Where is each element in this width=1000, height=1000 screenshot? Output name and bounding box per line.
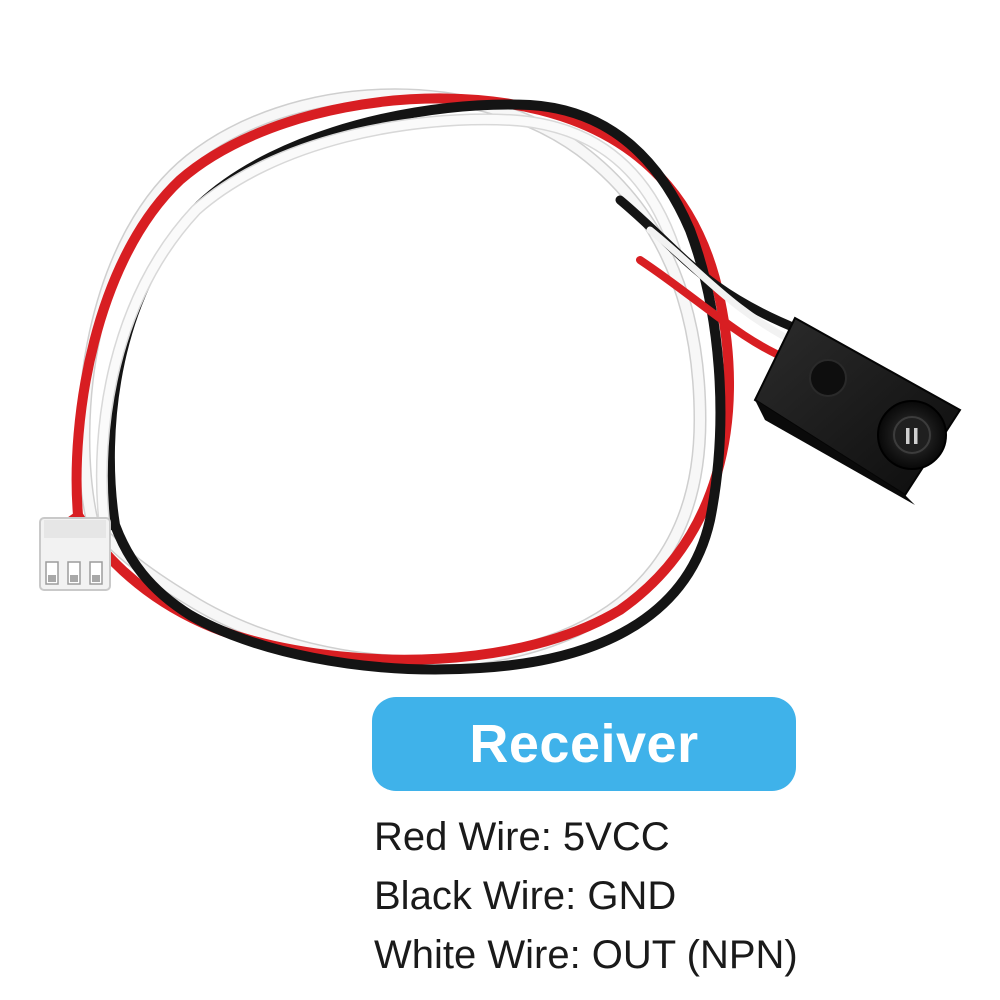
receiver-label: Receiver [372,697,796,791]
ir-receiver-sensor [753,316,962,505]
wire-spec-list: Red Wire: 5VCC Black Wire: GND White Wir… [374,808,798,985]
wire-harness [64,88,805,675]
white-wire-spec: White Wire: OUT (NPN) [374,933,798,977]
red-wire-spec: Red Wire: 5VCC [374,815,670,859]
black-wire-spec: Black Wire: GND [374,874,677,918]
jst-3pin-connector [39,517,111,591]
red-wire [71,93,734,665]
